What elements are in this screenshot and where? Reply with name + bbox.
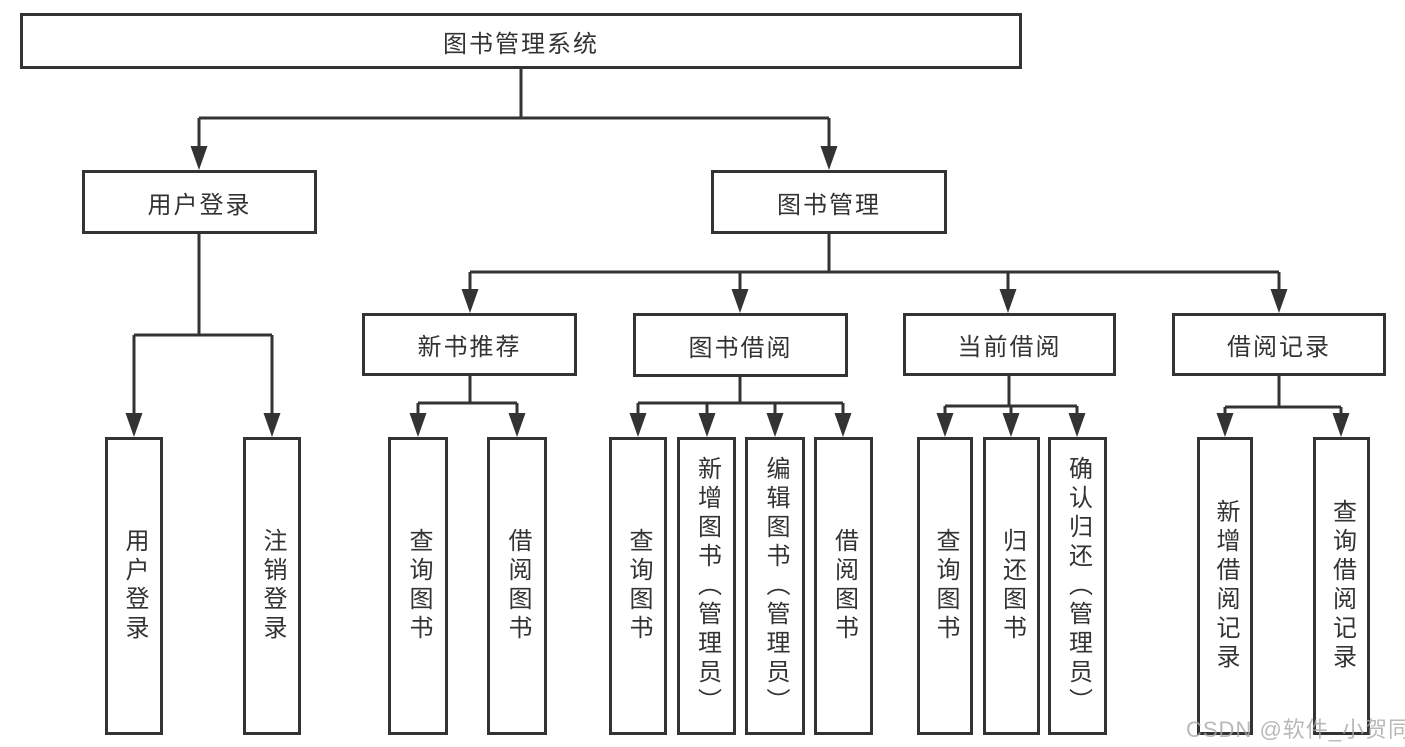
leaf-user-login: 用户登录 xyxy=(105,437,163,735)
leaf-edit-books-admin-label: 编辑图书（管理员） xyxy=(762,455,789,717)
leaf-borrow-books-1: 借阅图书 xyxy=(487,437,547,735)
leaf-query-books-3-label: 查询图书 xyxy=(932,528,959,644)
leaf-borrow-books-2-label: 借阅图书 xyxy=(830,528,858,644)
leaf-add-borrow-record: 新增借阅记录 xyxy=(1197,437,1253,735)
leaf-add-books-admin: 新增图书（管理员） xyxy=(677,437,736,735)
leaf-return-books: 归还图书 xyxy=(983,437,1040,735)
node-user-login: 用户登录 xyxy=(82,170,317,234)
leaf-query-borrow-record-label: 查询借阅记录 xyxy=(1328,499,1356,673)
leaf-query-books-1-label: 查询图书 xyxy=(405,528,432,644)
node-borrow-record: 借阅记录 xyxy=(1172,313,1386,376)
leaf-logout-label: 注销登录 xyxy=(259,528,286,644)
leaf-query-borrow-record: 查询借阅记录 xyxy=(1313,437,1370,735)
leaf-borrow-books-2: 借阅图书 xyxy=(814,437,873,735)
leaf-confirm-return-admin: 确认归还（管理员） xyxy=(1048,437,1107,735)
leaf-query-books-3: 查询图书 xyxy=(917,437,973,735)
leaf-add-books-admin-label: 新增图书（管理员） xyxy=(693,455,721,717)
csdn-watermark: CSDN @软件_小贺同学 xyxy=(1186,717,1405,742)
node-current-borrow: 当前借阅 xyxy=(903,313,1116,376)
leaf-query-books-1: 查询图书 xyxy=(388,437,448,735)
leaf-query-books-2: 查询图书 xyxy=(609,437,667,735)
leaf-edit-books-admin: 编辑图书（管理员） xyxy=(745,437,805,735)
node-book-borrow: 图书借阅 xyxy=(633,313,848,377)
leaf-add-borrow-record-label: 新增借阅记录 xyxy=(1212,499,1239,673)
leaf-query-books-2-label: 查询图书 xyxy=(625,528,652,644)
leaf-logout: 注销登录 xyxy=(243,437,301,735)
leaf-user-login-label: 用户登录 xyxy=(121,528,148,644)
node-book-management: 图书管理 xyxy=(711,170,947,234)
leaf-return-books-label: 归还图书 xyxy=(998,528,1026,644)
leaf-borrow-books-1-label: 借阅图书 xyxy=(504,528,531,644)
leaf-confirm-return-admin-label: 确认归还（管理员） xyxy=(1064,455,1092,717)
node-new-book-recommend: 新书推荐 xyxy=(362,313,577,376)
node-library-management-system: 图书管理系统 xyxy=(20,13,1022,69)
